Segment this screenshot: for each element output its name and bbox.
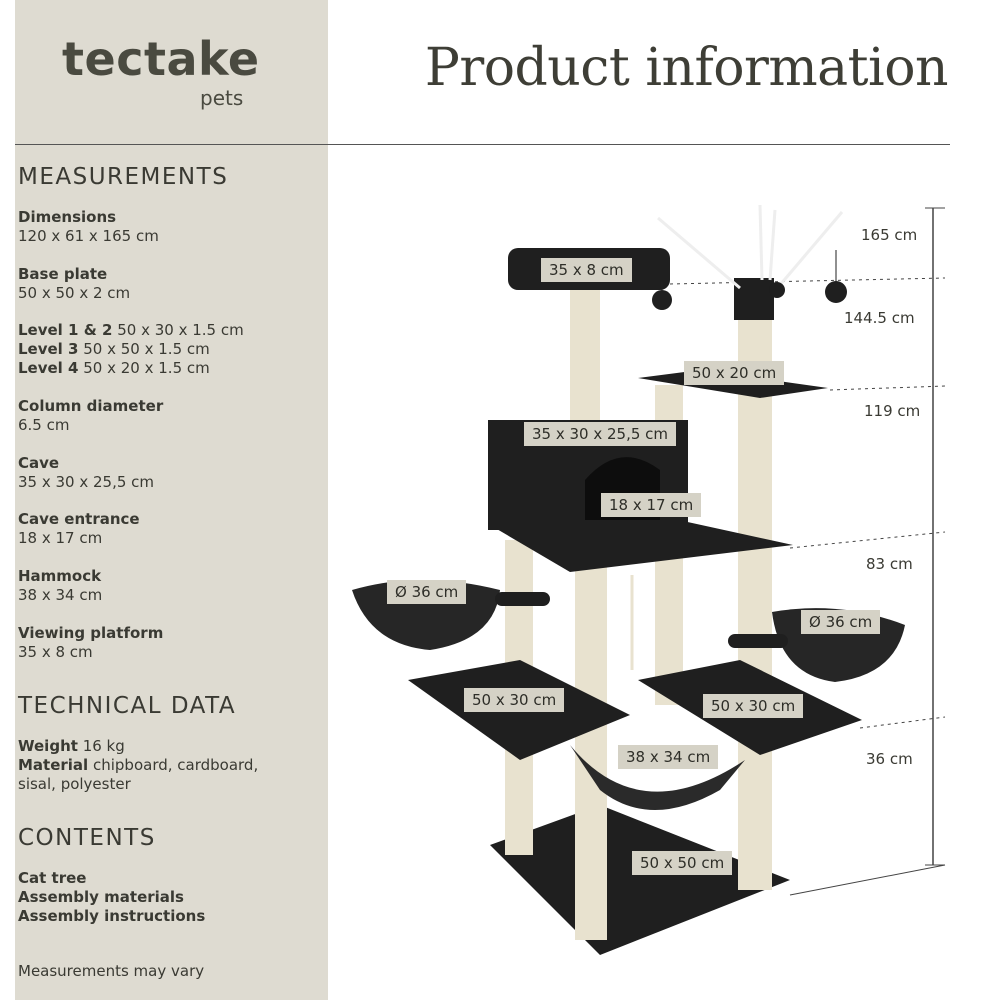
height-scale bbox=[669, 207, 946, 896]
tag-level-2: 50 x 30 cm bbox=[703, 694, 804, 718]
hammock bbox=[570, 745, 745, 810]
spec-dimensions: Dimensions 120 x 61 x 165 cm bbox=[18, 208, 159, 246]
spec-levels: Level 1 & 2 50 x 30 x 1.5 cm Level 3 50 … bbox=[18, 321, 244, 378]
technical-heading: TECHNICAL DATA bbox=[18, 693, 237, 719]
tag-bowl-left: Ø 36 cm bbox=[387, 580, 467, 604]
height-label: 83 cm bbox=[866, 555, 913, 573]
spec-value: chipboard, cardboard, sisal, polyester bbox=[18, 756, 259, 793]
list-item: Assembly instructions bbox=[18, 907, 206, 925]
base-plate bbox=[490, 805, 790, 955]
spec-base-plate: Base plate 50 x 50 x 2 cm bbox=[18, 265, 130, 303]
spec-label: Column diameter bbox=[18, 397, 164, 415]
tag-level-4: 50 x 20 cm bbox=[684, 361, 785, 385]
spec-label: Dimensions bbox=[18, 208, 117, 226]
spec-cave-entrance: Cave entrance 18 x 17 cm bbox=[18, 510, 140, 548]
spec-value: 18 x 17 cm bbox=[18, 529, 103, 547]
tag-base: 50 x 50 cm bbox=[632, 851, 733, 875]
spec-column: Column diameter 6.5 cm bbox=[18, 397, 163, 435]
spec-value: 16 kg bbox=[82, 737, 125, 755]
spec-value: 35 x 30 x 25,5 cm bbox=[18, 473, 155, 491]
tag-level-1: 50 x 30 cm bbox=[464, 688, 565, 712]
spec-label: Level 4 bbox=[18, 359, 79, 377]
list-item: Cat tree bbox=[18, 869, 87, 887]
sidebar-panel bbox=[15, 0, 328, 1000]
post bbox=[738, 300, 772, 890]
measurements-heading: MEASUREMENTS bbox=[18, 164, 229, 190]
spec-hammock: Hammock 38 x 34 cm bbox=[18, 567, 102, 605]
list-item: Assembly materials bbox=[18, 888, 184, 906]
spec-cave: Cave 35 x 30 x 25,5 cm bbox=[18, 454, 154, 492]
header-divider bbox=[15, 144, 950, 145]
brand-sub: pets bbox=[200, 86, 244, 110]
contents-list: Cat tree Assembly materials Assembly ins… bbox=[18, 869, 205, 926]
tag-bowl-right: Ø 36 cm bbox=[801, 610, 881, 634]
spec-value: 6.5 cm bbox=[18, 416, 70, 434]
page-title: Product information bbox=[424, 38, 949, 98]
height-label: 36 cm bbox=[866, 750, 913, 768]
spec-value: 38 x 34 cm bbox=[18, 586, 103, 604]
spec-label: Level 1 & 2 bbox=[18, 321, 113, 339]
disclaimer-note: Measurements may vary bbox=[18, 962, 205, 980]
tag-hammock: 38 x 34 cm bbox=[618, 745, 719, 769]
spec-label: Hammock bbox=[18, 567, 102, 585]
spec-label: Cave entrance bbox=[18, 510, 140, 528]
post bbox=[575, 560, 607, 940]
tag-viewing: 35 x 8 cm bbox=[541, 258, 632, 282]
spec-label: Material bbox=[18, 756, 89, 774]
height-label: 165 cm bbox=[861, 226, 918, 244]
contents-heading: CONTENTS bbox=[18, 825, 156, 851]
spec-label: Cave bbox=[18, 454, 60, 472]
toys bbox=[657, 204, 844, 290]
spec-viewing-platform: Viewing platform 35 x 8 cm bbox=[18, 624, 163, 662]
tag-entrance: 18 x 17 cm bbox=[601, 493, 702, 517]
spec-value: 120 x 61 x 165 cm bbox=[18, 227, 159, 245]
tag-cave: 35 x 30 x 25,5 cm bbox=[524, 422, 677, 446]
spec-label: Level 3 bbox=[18, 340, 79, 358]
spec-value: 50 x 30 x 1.5 cm bbox=[117, 321, 244, 339]
spec-label: Viewing platform bbox=[18, 624, 164, 642]
brand-logo: tectake bbox=[62, 32, 260, 86]
spec-value: 50 x 50 x 2 cm bbox=[18, 284, 131, 302]
height-label: 119 cm bbox=[864, 402, 921, 420]
spec-value: 35 x 8 cm bbox=[18, 643, 93, 661]
height-label: 144.5 cm bbox=[844, 309, 915, 327]
spec-value: 50 x 20 x 1.5 cm bbox=[83, 359, 210, 377]
spec-label: Weight bbox=[18, 737, 78, 755]
spec-label: Base plate bbox=[18, 265, 108, 283]
spec-value: 50 x 50 x 1.5 cm bbox=[83, 340, 210, 358]
post bbox=[570, 285, 600, 425]
spec-technical: Weight 16 kg Material chipboard, cardboa… bbox=[18, 737, 288, 794]
